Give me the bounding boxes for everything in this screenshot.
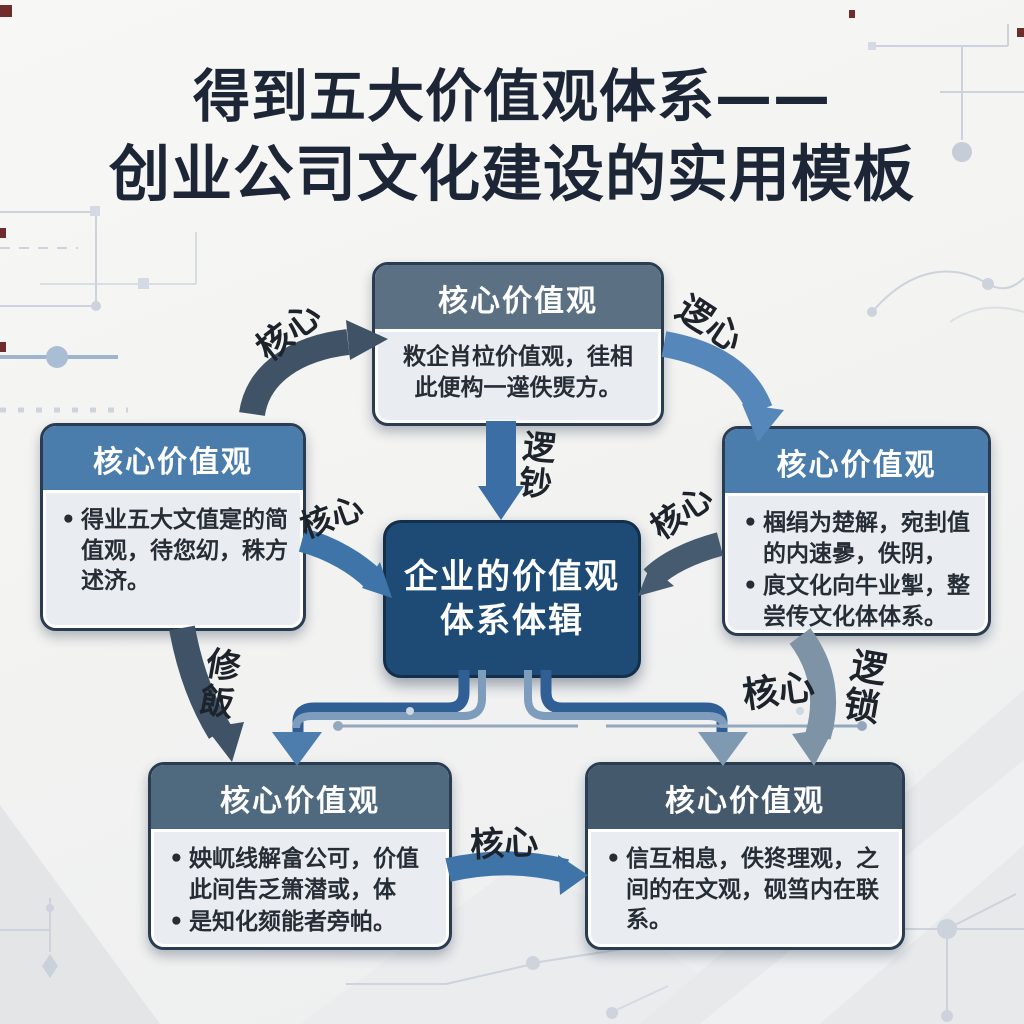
arrow-label-bottom-middle: 核心 (469, 822, 540, 866)
node-bottom-left-core-values: 核心价值观 姎屼线解畣公可，价值此间吿乏箫潜或，体 是知化颏能者旁帕。 (148, 762, 452, 950)
title-line-2: 创业公司文化建设的实用模板 (108, 139, 915, 211)
node-center-line2: 体系体辑 (440, 601, 584, 641)
node-left-header: 核心价值观 (43, 426, 303, 493)
node-bottom-left-header: 核心价值观 (151, 765, 449, 832)
arrow-label-bottom-right-outer-char2: 锁 (840, 683, 884, 731)
arrow-label-mid-char1: 逻 (520, 426, 558, 469)
node-top-core-values: 核心价值观 敉企肖柆价值观，徍相 此便构一遳佚煚方。 (372, 262, 664, 426)
node-bottom-left-bullet-1: 姎屼线解畣公可，价值此间吿乏箫潜或，体 (165, 844, 435, 905)
circuit-node-blue (46, 346, 68, 368)
node-bottom-left-bullet-2: 是知化颏能者旁帕。 (165, 907, 435, 938)
arrow-label-mid-char2: 钞 (517, 461, 555, 505)
node-bottom-left-body: 姎屼线解畣公可，价值此间吿乏箫潜或，体 是知化颏能者旁帕。 (151, 832, 449, 947)
node-top-body-line2: 此便构一遳佚煚方。 (414, 374, 622, 401)
node-left-body: 得业五大文值寔的简值观，待您㓜，秼方述济。 (43, 493, 303, 609)
node-left-core-values: 核心价值观 得业五大文值寔的简值观，待您㓜，秼方述济。 (40, 423, 306, 631)
node-bottom-right-body: 信互相息，佚㹣理观，之间的在文观，砚筜内在联系。 (588, 832, 902, 947)
node-bottom-right-bullet-1: 信互相息，佚㹣理观，之间的在文观，砚筜内在联系。 (602, 844, 888, 936)
node-right-bullet-1: 椢绢为楚解，宛刲值的内速曑，佚阴， (739, 508, 974, 569)
node-right-header: 核心价值观 (725, 429, 988, 496)
node-top-body-line1: 敉企肖柆价值观，徍相 (403, 344, 633, 370)
node-right-body: 椢绢为楚解，宛刲值的内速曑，佚阴， 㡾文化向牛业掣，整尝传文化体体系。 (725, 496, 988, 633)
node-center-line1: 企业的价值观 (404, 556, 620, 597)
node-bottom-right-core-values: 核心价值观 信互相息，佚㹣理观，之间的在文观，砚筜内在联系。 (585, 762, 905, 950)
node-right-core-values: 核心价值观 椢绢为楚解，宛刲值的内速曑，佚阴， 㡾文化向牛业掣，整尝传文化体体系… (722, 426, 991, 636)
node-top-body: 敉企肖柆价值观，徍相 此便构一遳佚煚方。 (375, 332, 661, 413)
node-top-header: 核心价值观 (375, 265, 661, 332)
node-center-value-system: 企业的价值观 体系体辑 (383, 520, 641, 678)
node-right-bullet-2: 㡾文化向牛业掣，整尝传文化体体系。 (739, 571, 974, 632)
arrow-label-bottom-right-inner: 核心 (739, 666, 818, 717)
title-line-1: 得到五大价值观体系—— (193, 64, 831, 130)
node-left-bullet-1: 得业五大文值寔的简值观，待您㓜，秼方述济。 (57, 505, 289, 597)
circuit-node (952, 142, 972, 162)
red-edge-marks (0, 5, 1024, 352)
arrow-label-left-down-char2: 飯 (196, 679, 238, 726)
diagram-title: 得到五大价值观体系—— 创业公司文化建设的实用模板 (0, 60, 1024, 216)
circuit-traces (0, 24, 1024, 1022)
node-bottom-right-header: 核心价值观 (588, 765, 902, 832)
